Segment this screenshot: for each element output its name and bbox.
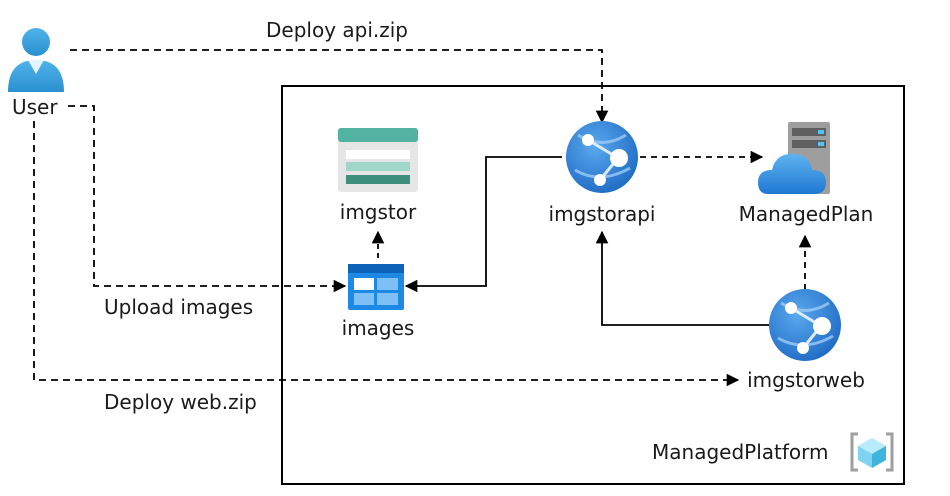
web-app-icon-web [769, 289, 841, 361]
storage-account-icon [338, 128, 418, 192]
node-label-imgstorweb: imgstorweb [747, 368, 865, 392]
edge-deploy-api [70, 49, 609, 124]
edge-api-to-images [404, 156, 562, 293]
resource-group-icon [850, 432, 894, 472]
group-label-managedplatform: ManagedPlatform [652, 440, 829, 464]
web-app-icon-api [566, 121, 638, 193]
node-label-images: images [341, 316, 415, 340]
edge-label-deploy-web: Deploy web.zip [104, 390, 257, 414]
user-icon [8, 28, 64, 92]
edge-label-deploy-api: Deploy api.zip [266, 18, 409, 42]
edge-upload-images [68, 105, 347, 293]
edge-web-to-api [595, 230, 770, 326]
edge-deploy-web [33, 121, 740, 387]
user-label: User [12, 95, 58, 119]
node-label-managedplan: ManagedPlan [738, 202, 874, 226]
blob-container-icon [348, 264, 404, 310]
managedplatform-boundary [281, 85, 905, 485]
app-service-plan-icon [758, 122, 830, 194]
node-label-imgstorapi: imgstorapi [548, 202, 656, 226]
node-label-imgstor: imgstor [339, 200, 417, 224]
edge-label-upload-images: Upload images [104, 295, 254, 319]
